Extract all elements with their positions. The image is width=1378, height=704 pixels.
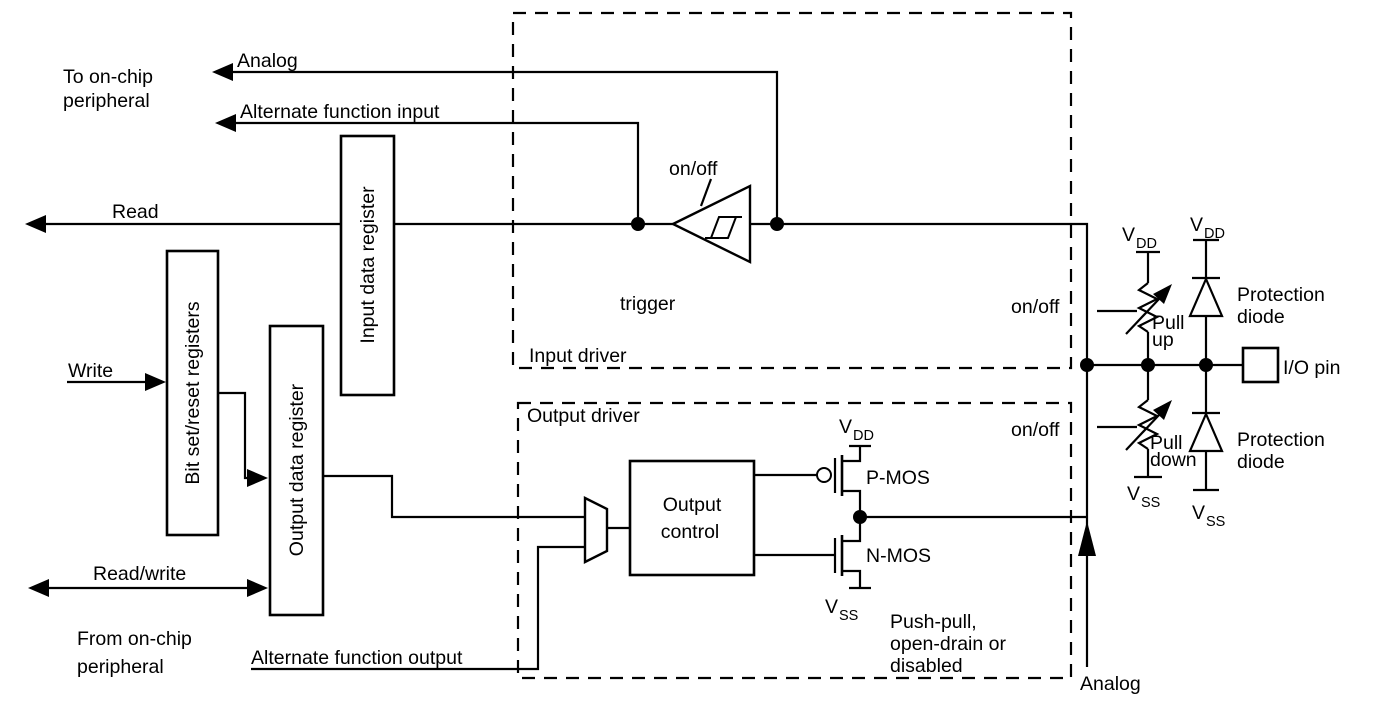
vss-label-nmos: V	[825, 596, 838, 618]
pullup-variable-arrow-line	[1125, 298, 1160, 335]
vss-sub-nmos: SS	[839, 608, 858, 624]
protection-diode-top-label-line1: Protection	[1237, 284, 1325, 306]
trigger-triangle	[670, 184, 752, 264]
protection-diode-bottom-icon	[1188, 365, 1224, 492]
read-arrowhead	[25, 215, 46, 233]
pulldown-variable-arrowhead	[1153, 400, 1172, 420]
junction-dot	[631, 217, 645, 231]
protection-diode-bottom-label-line2: diode	[1237, 451, 1285, 473]
pull-down-label-line1: Pull	[1150, 432, 1183, 454]
alt-input-arrowhead	[215, 114, 236, 132]
io-pin-box	[1241, 346, 1280, 384]
junction-dot	[770, 217, 784, 231]
nmos-drain-to-node	[842, 517, 862, 543]
vdd-sub-pmos: DD	[853, 428, 874, 444]
read-label: Read	[112, 201, 159, 223]
schmitt-trigger-icon	[670, 184, 752, 264]
nmos-label: N-MOS	[866, 545, 931, 567]
vdd-label-pmos: V	[839, 416, 852, 438]
write-arrowhead	[145, 373, 166, 391]
pull-up-resistor-icon	[1125, 250, 1172, 365]
to-on-chip-peripheral-label-line1: To on-chip	[63, 66, 153, 88]
readwrite-left-arrowhead	[28, 579, 49, 597]
read-write-label: Read/write	[93, 563, 186, 585]
protection-diode-top-label-line2: diode	[1237, 306, 1285, 328]
nmos-source-to-vss	[842, 569, 862, 587]
output-driver-label: Output driver	[527, 405, 640, 427]
protection-diode-top-icon	[1188, 238, 1224, 365]
vdd-sub-diode-top: DD	[1204, 226, 1225, 242]
alt-function-output-label: Alternate function output	[251, 647, 463, 669]
pull-up-label-line2: up	[1152, 329, 1174, 351]
junction-dot	[1199, 358, 1213, 372]
vss-label-diode-bottom: V	[1192, 502, 1205, 524]
pmos-drain-to-node	[842, 489, 862, 517]
junction-dot	[853, 510, 867, 524]
analog-arrowhead	[212, 63, 233, 81]
push-pull-label-line2: open-drain or	[890, 633, 1006, 655]
junction-dot	[1080, 358, 1094, 372]
output-control-label-line1: Output	[663, 494, 722, 516]
output-data-register-label: Output data register	[286, 383, 308, 556]
vss-label-pulldown: V	[1127, 483, 1140, 505]
alt-function-input-line	[234, 121, 640, 224]
trigger-label: trigger	[620, 293, 676, 315]
junction-dot	[1141, 358, 1155, 372]
input-driver-label: Input driver	[529, 345, 627, 367]
protection-diode-bottom-label-line1: Protection	[1237, 429, 1325, 451]
output-driver-dashed-box	[516, 401, 1073, 680]
to-on-chip-peripheral-label-line2: peripheral	[63, 90, 150, 112]
from-on-chip-peripheral-label-line2: peripheral	[77, 656, 164, 678]
pmos-label: P-MOS	[866, 467, 930, 489]
io-pin-label: I/O pin	[1283, 357, 1340, 379]
trigger-onoff-tick	[699, 178, 713, 207]
vss-sub-diode-bottom: SS	[1206, 514, 1225, 530]
analog-bottom-label: Analog	[1080, 673, 1141, 695]
push-pull-label-line3: disabled	[890, 655, 963, 677]
vss-sub-pulldown: SS	[1141, 495, 1160, 511]
analog-bottom-arrowhead	[1078, 521, 1096, 556]
pmos-source-to-vdd	[842, 447, 862, 463]
nmos-transistor-icon	[833, 517, 871, 590]
pullup-onoff-label: on/off	[1011, 296, 1060, 318]
junction-dots	[631, 217, 1213, 524]
hysteresis-glyph-2	[710, 216, 742, 239]
output-data-register-box	[268, 324, 325, 617]
vdd-label-diode-top: V	[1190, 214, 1203, 236]
alt-function-output-line	[251, 545, 586, 671]
analog-top-line	[231, 70, 779, 224]
pulldown-zigzag	[1136, 399, 1160, 450]
write-label: Write	[68, 360, 113, 382]
bit-set-reset-registers-label: Bit set/reset registers	[182, 301, 204, 484]
readwrite-right-arrowhead	[247, 579, 268, 597]
signal-lines	[44, 70, 1243, 671]
pmos-transistor-icon	[816, 444, 871, 517]
arrowheads	[25, 63, 1096, 597]
pulldown-onoff-label: on/off	[1011, 419, 1060, 441]
pmos-gate-bubble	[816, 467, 832, 483]
output-control-box	[628, 459, 756, 577]
pull-up-label-line1: Pull	[1152, 312, 1185, 334]
pull-down-label-line2: down	[1150, 449, 1197, 471]
mux-icon	[583, 496, 609, 564]
output-control-label-line2: control	[661, 521, 720, 543]
pullup-variable-arrowhead	[1153, 284, 1172, 304]
bsr-odr-arrowhead	[247, 469, 268, 487]
input-driver-dashed-box	[511, 11, 1073, 370]
vdd-sub-pullup: DD	[1136, 236, 1157, 252]
from-on-chip-peripheral-label-line1: From on-chip	[77, 628, 192, 650]
input-data-register-box	[339, 134, 396, 397]
hysteresis-glyph-1	[705, 216, 737, 239]
pulldown-variable-arrow-line	[1125, 414, 1160, 451]
bit-set-reset-registers-box	[165, 249, 220, 537]
push-pull-label-line1: Push-pull,	[890, 611, 977, 633]
input-data-register-label: Input data register	[357, 186, 379, 344]
vdd-label-pullup: V	[1122, 224, 1135, 246]
alt-function-input-label: Alternate function input	[240, 101, 440, 123]
analog-top-label: Analog	[237, 50, 298, 72]
trigger-onoff-label: on/off	[669, 158, 718, 180]
odr-to-mux-line	[323, 474, 586, 519]
pullup-zigzag	[1136, 282, 1160, 333]
